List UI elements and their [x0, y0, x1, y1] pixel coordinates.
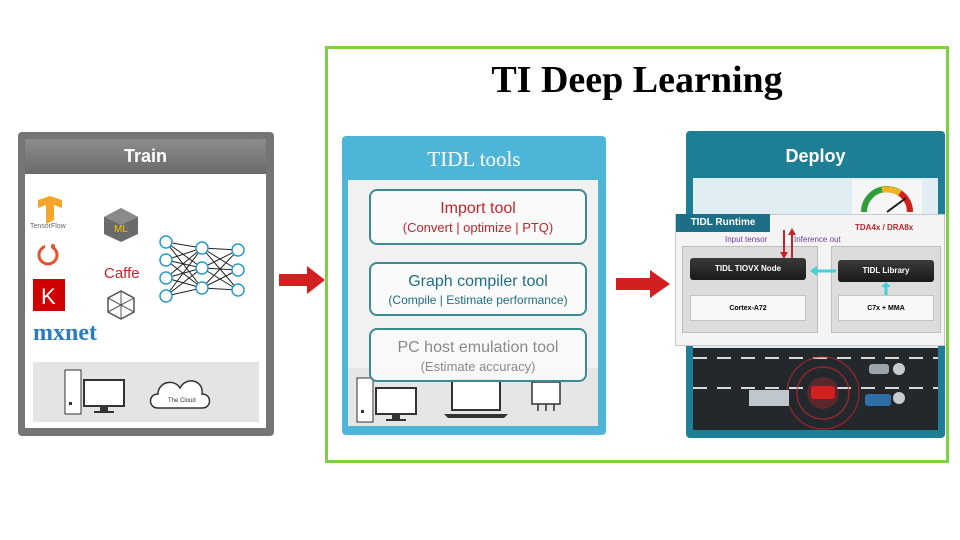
train-header: Train [25, 139, 266, 174]
neural-network-icon [159, 235, 245, 303]
tensorflow-logo-icon: TensorFlow [30, 196, 67, 230]
ml-cube-icon: ML [104, 208, 138, 242]
pytorch-logo-icon [37, 240, 59, 266]
cloud-icon: The Cloud [149, 380, 211, 409]
import-tool-title: Import tool [440, 200, 516, 217]
cortex-a72-label: Cortex-A72 [690, 295, 806, 321]
keras-logo-icon: K [33, 279, 65, 311]
polyhedron-icon [107, 290, 135, 320]
page-title: TI Deep Learning [491, 59, 783, 101]
data-flow-arrows-icon [780, 228, 796, 259]
tidl-runtime-tab: TIDL Runtime [676, 214, 770, 232]
arrow-right-icon [279, 266, 325, 294]
c7x-mma-label: C7x + MMA [838, 295, 934, 321]
pc-emulation-tool-subtitle: (Estimate accuracy) [420, 359, 536, 374]
tidl-library-node: TIDL Library [838, 260, 934, 282]
tensorflow-label: TensorFlow [30, 223, 67, 230]
laptop-icon [444, 379, 508, 418]
connector-arrow-icon [810, 266, 836, 276]
inference-out-label: Inference out [794, 235, 841, 244]
graph-compiler-tool-subtitle: (Compile | Estimate performance) [388, 293, 568, 307]
cloud-label: The Cloud [168, 398, 196, 404]
deploy-header: Deploy [785, 146, 846, 166]
desktop-computer-icon [356, 377, 417, 423]
soc-label: TDA4x / DRA8x [855, 223, 914, 232]
autonomous-car-scene-icon [693, 356, 938, 430]
performance-gauge-icon [852, 180, 922, 214]
pc-emulation-tool-title: PC host emulation tool [397, 339, 559, 356]
connector-arrow-icon [881, 282, 891, 296]
chip-icon [531, 381, 561, 411]
input-tensor-label: Input tensor [725, 235, 768, 244]
graph-compiler-tool-title: Graph compiler tool [408, 273, 548, 290]
caffe-logo: Caffe [104, 265, 140, 282]
svg-text:K: K [41, 284, 56, 309]
tidl-frame [325, 46, 949, 463]
tidl-tiovx-node: TIDL TIOVX Node [690, 258, 806, 280]
svg-text:ML: ML [114, 224, 128, 235]
pc-emulation-tool-box: PC host emulation tool (Estimate accurac… [369, 328, 587, 382]
desktop-computer-icon [64, 369, 125, 415]
mxnet-logo: mxnet [33, 320, 97, 346]
arrow-right-icon [616, 270, 670, 298]
graph-compiler-tool-box: Graph compiler tool (Compile | Estimate … [369, 262, 587, 316]
import-tool-subtitle: (Convert | optimize | PTQ) [402, 220, 554, 235]
import-tool-box: Import tool (Convert | optimize | PTQ) [369, 189, 587, 245]
tidl-tools-header: TIDL tools [427, 147, 521, 171]
